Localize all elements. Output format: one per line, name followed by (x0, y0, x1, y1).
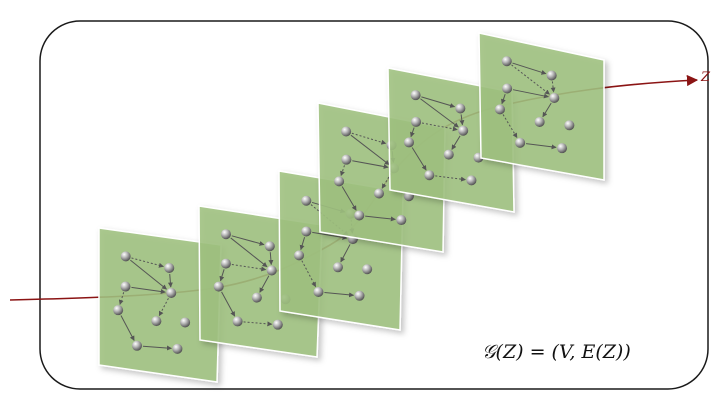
graph-node (221, 229, 232, 240)
graph-node (443, 149, 454, 160)
graph-node (172, 343, 183, 354)
graph-edge (142, 345, 172, 351)
graph-edge (131, 286, 166, 295)
graph-node (294, 250, 305, 261)
graph-edge (158, 298, 169, 317)
graph-edge (512, 62, 547, 75)
graph-edge (381, 173, 392, 189)
graph-edge (542, 102, 552, 118)
graph-edge (299, 237, 306, 251)
graph-node (113, 305, 124, 316)
graph-edge (340, 244, 351, 263)
graph-edge (512, 89, 549, 99)
graph-edge (120, 315, 135, 341)
graph-node (549, 93, 560, 103)
graph-node (455, 103, 466, 114)
graph-edge (231, 235, 265, 246)
graph-edge (352, 160, 389, 169)
graph-node (564, 120, 575, 131)
graph-edge (451, 135, 461, 150)
graph-edge (340, 165, 345, 177)
graph-node (396, 215, 407, 226)
graph-node (164, 263, 175, 273)
graph-node (466, 175, 477, 186)
graph-node (494, 104, 505, 115)
graph-edge (324, 292, 355, 298)
graph-edge (243, 321, 273, 327)
graph-node (501, 56, 512, 67)
graph-edge (526, 143, 557, 150)
panel-background (98, 227, 222, 383)
graph-edge (511, 64, 550, 95)
panel-background (478, 32, 605, 181)
graph-edge (230, 237, 268, 268)
graph-node (332, 262, 343, 273)
graph-node (502, 83, 513, 94)
graph-edge (502, 114, 518, 139)
graph-node (354, 210, 365, 221)
graph-edge (167, 273, 173, 288)
graph-edge (501, 94, 506, 105)
graph-edge (411, 147, 427, 171)
outer-frame (39, 20, 709, 390)
graph-node (301, 226, 312, 237)
graph-node (220, 258, 231, 269)
graph-node (334, 176, 345, 187)
graph-formula: 𝒢(Z) = (V, E(Z)) (482, 341, 631, 363)
graph-edge (131, 257, 164, 268)
graph-node (515, 137, 526, 148)
graph-edge (268, 252, 274, 266)
graph-node (313, 286, 324, 297)
graph-edge (350, 134, 390, 166)
graph-node (534, 116, 545, 127)
graph-edge (421, 122, 458, 132)
graph-node (131, 340, 142, 351)
graph-edge (130, 259, 167, 290)
graph-edge (420, 98, 459, 128)
graph-edge (459, 114, 465, 126)
graph-snapshot-panel (478, 32, 605, 181)
graph-node (458, 125, 469, 136)
graph-node (557, 143, 568, 154)
graph-node (374, 188, 385, 199)
graph-edge (365, 215, 396, 222)
graph-node (120, 251, 131, 262)
graph-node (251, 292, 262, 303)
graph-node (180, 317, 191, 328)
graph-node (411, 116, 422, 127)
graph-node (341, 154, 352, 165)
graph-node (410, 90, 421, 101)
z-axis-label: Z (701, 70, 711, 85)
graph-edge (435, 175, 466, 182)
graph-node (166, 288, 177, 298)
graph-edge (259, 275, 270, 293)
graph-node (264, 241, 275, 252)
graph-edge (341, 186, 357, 211)
graph-node (120, 281, 131, 292)
graph-edge (421, 96, 456, 108)
graph-edge (410, 127, 415, 138)
graph-node (341, 126, 352, 137)
graph-node (362, 264, 373, 275)
graph-edge (312, 231, 348, 240)
graph-node (232, 316, 243, 327)
graph-node (546, 70, 557, 81)
graph-node (424, 170, 435, 181)
graph-node (266, 265, 277, 276)
graph-edge (550, 81, 556, 93)
graph-node (272, 319, 283, 330)
graph-edge (221, 291, 236, 317)
graph-node (151, 316, 162, 327)
graph-node (213, 281, 224, 292)
graph-edge (351, 132, 387, 145)
graph-edge (231, 264, 267, 272)
graph-edge (301, 260, 317, 288)
graph-node (404, 137, 414, 148)
graph-node (354, 290, 365, 301)
graph-edge (219, 269, 225, 282)
graph-node (301, 195, 312, 206)
graph-snapshot-panel (98, 227, 222, 383)
